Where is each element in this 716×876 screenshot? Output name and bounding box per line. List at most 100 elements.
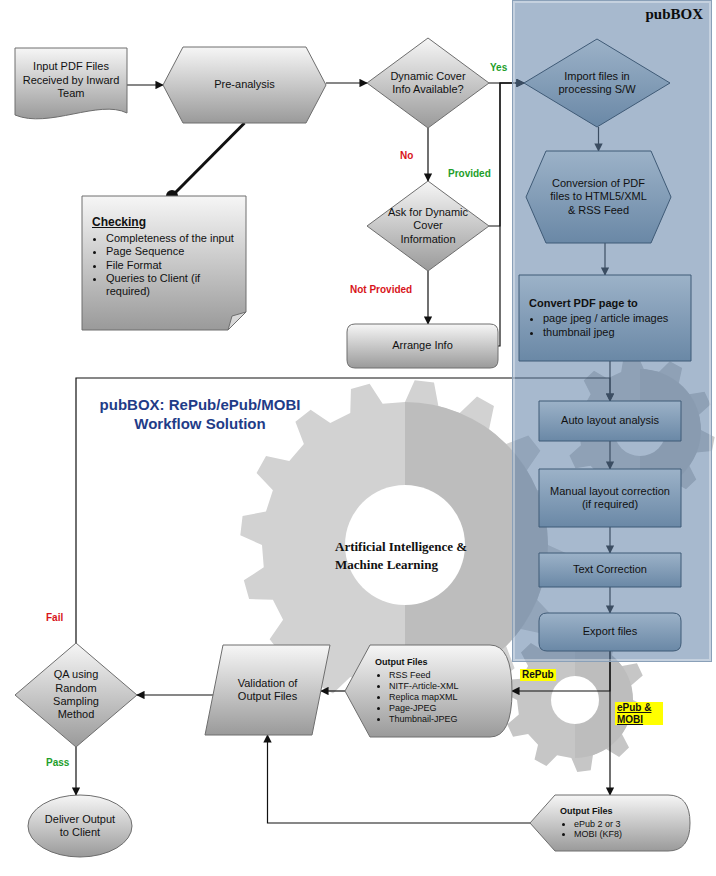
node-content: Deliver Output to Client	[28, 795, 132, 857]
pubbox-band: pubBOX Import files in processing S/W Conv…	[512, 0, 712, 662]
bullet-item: Thumbnail-JPEG	[389, 714, 490, 725]
node-content: Validation of Output Files	[205, 645, 330, 735]
process-box: Auto layout analysis	[539, 401, 681, 441]
node-label: Arrange Info	[355, 339, 490, 352]
region-title: pubBOX	[645, 6, 703, 23]
node-label: QA using Random Sampling Method	[37, 668, 115, 722]
bullet-list: Completeness of the inputPage SequenceFi…	[92, 232, 236, 299]
diagram-title: pubBOX: RePub/ePub/MOBI Workflow Solutio…	[90, 396, 310, 434]
node-content: Arrange Info	[347, 324, 498, 368]
connector	[127, 84, 163, 85]
node-label: Ask for Dynamic Cover Information	[387, 206, 469, 246]
shape-path	[526, 151, 671, 243]
edge-label: Not Provided	[350, 284, 412, 296]
node-content: Output FilesRSS FeedNITF-Article-XMLRepl…	[345, 645, 512, 737]
process-box: Arrange Info	[347, 324, 498, 368]
shape-path	[163, 47, 326, 123]
edge-label: RePub	[520, 669, 556, 681]
shape-path	[347, 324, 498, 368]
node-content: CheckingCompleteness of the inputPage Se…	[82, 196, 246, 330]
node-label: Input PDF Files Received by Inward Team	[21, 60, 121, 100]
shape-path	[539, 469, 681, 527]
shape-path	[15, 48, 127, 119]
preparation-hexagon: Conversion of PDF files to HTML5/XML & R…	[526, 151, 671, 243]
bullet-list: RSS FeedNITF-Article-XMLReplica mapXMLPa…	[375, 670, 490, 725]
preparation-hexagon: Pre-analysis	[163, 47, 326, 123]
ellipse-outline	[28, 795, 132, 857]
process-box: Text Correction	[539, 553, 681, 587]
node-label: Validation of Output Files	[229, 677, 306, 704]
connector	[609, 651, 610, 795]
node-heading: Output Files	[560, 806, 670, 817]
bullet-item: MOBI (KF8)	[574, 829, 670, 840]
bullet-item: Page-JPEG	[389, 703, 490, 714]
process-box: Manual layout correction (if required)	[539, 469, 681, 527]
node-label: Auto layout analysis	[547, 414, 673, 427]
node-label: Deliver Output to Client	[40, 813, 120, 840]
edge-label: No	[400, 150, 413, 162]
connector	[268, 735, 531, 823]
bullet-item: Queries to Client (if required)	[106, 272, 236, 299]
shape-path	[519, 275, 691, 361]
shape-path	[367, 38, 489, 128]
node-content: Pre-analysis	[163, 47, 326, 123]
decision-diamond: Import files in processing S/W	[524, 39, 670, 127]
bullet-item: ePub 2 or 3	[574, 819, 670, 830]
output-display: Output FilesRSS FeedNITF-Article-XMLRepl…	[345, 645, 512, 737]
connector	[75, 747, 76, 795]
connector	[427, 128, 428, 181]
bullet-list: ePub 2 or 3MOBI (KF8)	[560, 819, 670, 841]
edge-label: Fail	[46, 612, 63, 624]
node-content: Convert PDF page to page jpeg / article i…	[519, 275, 691, 361]
connector	[172, 123, 245, 196]
connector	[137, 694, 214, 695]
decision-diamond: Ask for Dynamic Cover Information	[367, 181, 489, 271]
decision-diamond: QA using Random Sampling Method	[15, 643, 137, 747]
node-content: Dynamic Cover Info Available?	[367, 38, 489, 128]
connector	[326, 82, 367, 83]
edge-label: Yes	[490, 62, 507, 74]
node-content: Auto layout analysis	[539, 401, 681, 441]
node-label: Export files	[547, 625, 673, 638]
folded-corner	[228, 312, 246, 330]
node-heading: Convert PDF page to	[529, 297, 681, 310]
node-label: Import files in processing S/W	[550, 70, 644, 97]
shape-path	[539, 553, 681, 587]
process-box: Convert PDF page to page jpeg / article i…	[519, 275, 691, 361]
node-content: Input PDF Files Received by Inward Team	[15, 48, 127, 123]
node-label: Dynamic Cover Info Available?	[387, 70, 469, 97]
overlay-label: Artificial Intelligence & Machine Learni…	[335, 538, 505, 573]
shape-path	[82, 196, 246, 330]
edge-label: ePub & MOBI	[615, 702, 663, 725]
shape-path	[539, 613, 681, 651]
decision-diamond: Dynamic Cover Info Available?	[367, 38, 489, 128]
node-content: Manual layout correction (if required)	[539, 469, 681, 527]
bullet-item: thumbnail jpeg	[543, 326, 681, 339]
node-content: Import files in processing S/W	[524, 39, 670, 127]
bullet-item: File Format	[106, 259, 236, 272]
node-label: Text Correction	[547, 563, 673, 576]
node-heading: Checking	[92, 215, 236, 230]
data-parallelogram: Validation of Output Files	[205, 645, 330, 735]
node-label: Conversion of PDF files to HTML5/XML & R…	[548, 177, 649, 217]
node-content: Text Correction	[539, 553, 681, 587]
edge-label: Pass	[46, 757, 69, 769]
node-content: Conversion of PDF files to HTML5/XML & R…	[526, 151, 671, 243]
shape-path	[205, 645, 330, 735]
output-display: Output Files ePub 2 or 3MOBI (KF8)	[530, 795, 690, 851]
node-heading: Output Files	[375, 657, 490, 668]
bullet-item: NITF-Article-XML	[389, 681, 490, 692]
shape-path	[15, 643, 137, 747]
bullet-item: page jpeg / article images	[543, 312, 681, 325]
connector	[427, 271, 428, 324]
bullet-item: Replica mapXML	[389, 692, 490, 703]
node-content: Output Files ePub 2 or 3MOBI (KF8)	[530, 795, 690, 851]
process-box: Export files	[539, 613, 681, 651]
node-content: QA using Random Sampling Method	[15, 643, 137, 747]
node-label: Pre-analysis	[187, 78, 302, 91]
bullet-item: Page Sequence	[106, 245, 236, 258]
document-shape: Input PDF Files Received by Inward Team	[15, 48, 127, 123]
checking-note: CheckingCompleteness of the inputPage Se…	[82, 196, 246, 330]
shape-path	[367, 181, 489, 271]
edge-label: Provided	[448, 168, 491, 180]
